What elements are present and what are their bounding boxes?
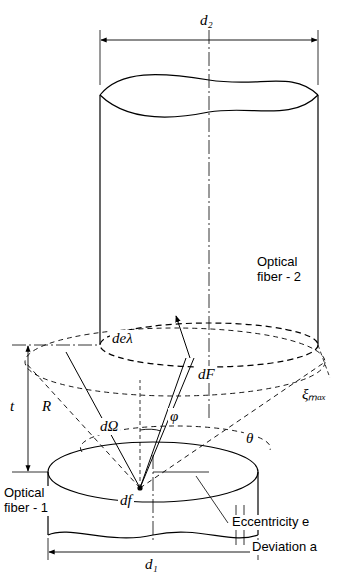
symbol-label: R <box>40 398 53 415</box>
dimension-label: d₂ <box>198 12 215 29</box>
extension-line <box>318 30 319 85</box>
radius-line <box>66 352 140 488</box>
normal-line <box>140 380 141 488</box>
extension-line <box>100 30 101 85</box>
dimension-label: d₁ <box>143 556 160 573</box>
symbol-label: φ <box>168 408 180 425</box>
angle-arc <box>140 429 161 431</box>
leader-line <box>196 476 228 523</box>
extension-line <box>48 538 49 560</box>
center-line <box>209 30 210 420</box>
cone-edge <box>25 362 140 488</box>
symbol-label: ξₘₐₓ <box>300 386 328 403</box>
cone-base <box>25 328 325 396</box>
center-line <box>153 455 154 540</box>
xi-line <box>318 345 330 378</box>
ray-line <box>140 358 194 488</box>
fiber-side <box>317 95 318 345</box>
eccentricity-line <box>153 472 209 473</box>
part-label: Eccentricity e <box>230 515 311 530</box>
normal-arrow <box>176 316 190 358</box>
fiber-side <box>99 95 100 345</box>
dimension-line <box>49 552 257 553</box>
symbol-label: df <box>118 492 134 509</box>
cone-edge <box>140 362 325 488</box>
dimension-line <box>101 40 317 41</box>
symbol-label: dΩ <box>98 418 120 435</box>
dimension-label: t <box>8 398 16 415</box>
part-label: Optical fiber - 1 <box>2 486 56 516</box>
source-point <box>138 486 142 490</box>
fiber-end-face <box>48 442 258 502</box>
part-label: Optical fiber - 2 <box>255 255 317 285</box>
part-label: Deviation a <box>250 540 319 555</box>
ray-line <box>140 358 186 488</box>
extension-line <box>12 472 48 473</box>
extension-line <box>12 345 100 346</box>
symbol-label: deλ <box>110 330 135 347</box>
symbol-label: θ <box>244 430 255 447</box>
symbol-label: dF <box>196 366 217 383</box>
